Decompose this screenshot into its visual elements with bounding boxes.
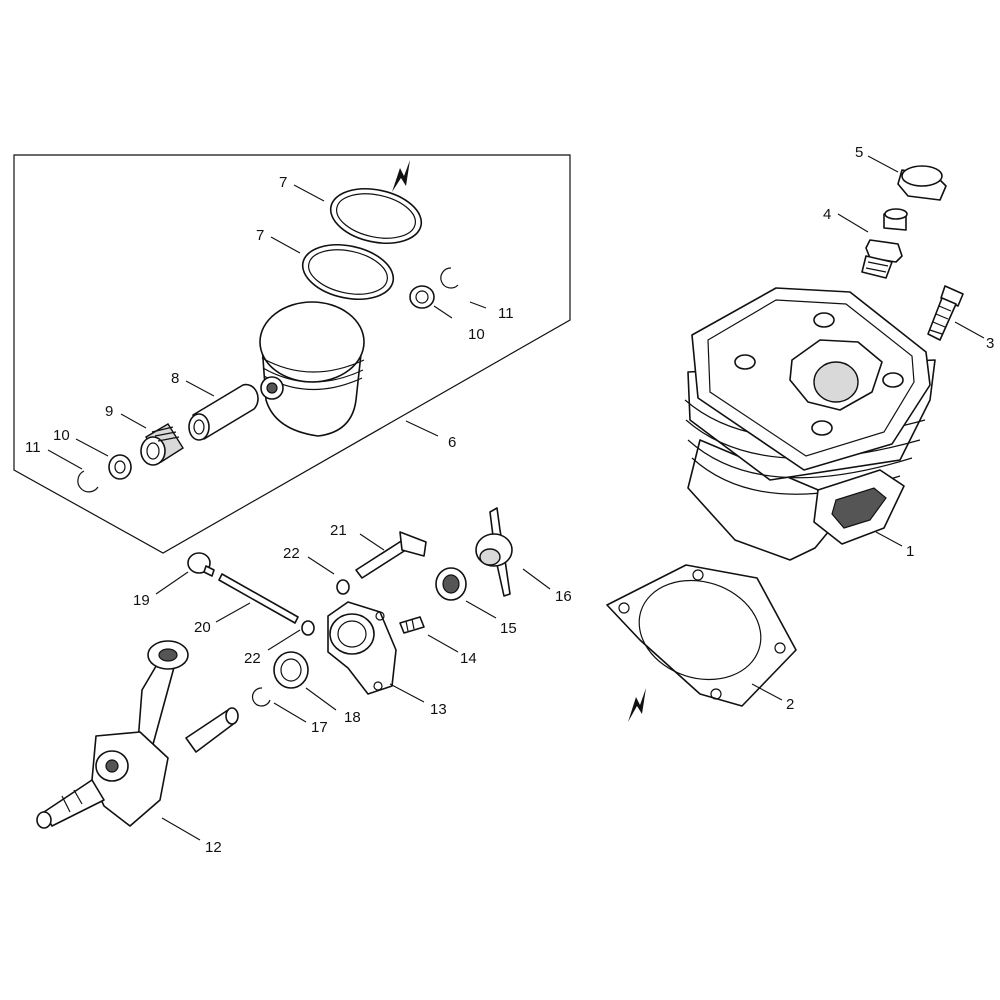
piston-kit-box xyxy=(13,154,571,554)
thrust-washer-lower xyxy=(108,454,132,480)
piston-ring-upper xyxy=(329,188,423,244)
piston-ring-lower xyxy=(301,244,395,300)
cylinder xyxy=(684,287,936,561)
callout-20: 20 xyxy=(194,619,211,636)
reed-plate xyxy=(475,507,513,597)
tube xyxy=(218,573,299,624)
piston xyxy=(259,301,365,437)
callout-9: 9 xyxy=(105,403,113,420)
thrust-washer-upper xyxy=(409,285,435,309)
sleeve-lower xyxy=(301,620,315,636)
oil-seal xyxy=(435,567,467,601)
callout-1: 1 xyxy=(906,543,914,560)
callout-19: 19 xyxy=(133,592,150,609)
needle-bearing xyxy=(140,423,184,466)
guide-pin xyxy=(355,531,427,579)
pump-screw xyxy=(399,616,425,634)
callout-17: 17 xyxy=(311,719,328,736)
oil-pump-housing xyxy=(327,601,397,695)
callout-18: 18 xyxy=(344,709,361,726)
callout-14: 14 xyxy=(460,650,477,667)
plug xyxy=(187,552,215,577)
cylinder-screw xyxy=(927,285,964,341)
sleeve-upper xyxy=(336,579,350,595)
callout-11-upper: 11 xyxy=(498,305,514,322)
crankshaft xyxy=(36,640,239,829)
callout-3: 3 xyxy=(986,335,994,352)
service-arrow-icon xyxy=(628,688,646,722)
callout-10-upper: 10 xyxy=(468,326,485,343)
crank-seal xyxy=(273,651,309,689)
callout-10-lower: 10 xyxy=(53,427,70,444)
callout-4: 4 xyxy=(823,206,831,223)
piston-pin xyxy=(188,383,259,441)
callout-22-lower: 22 xyxy=(244,650,261,667)
circlip-lower xyxy=(77,470,99,493)
callout-16: 16 xyxy=(555,588,572,605)
callout-15: 15 xyxy=(500,620,517,637)
callout-7-lower: 7 xyxy=(256,227,264,244)
callout-13: 13 xyxy=(430,701,447,718)
callout-11-lower: 11 xyxy=(25,439,41,456)
circlip-upper xyxy=(440,267,459,289)
callout-5: 5 xyxy=(855,144,863,161)
decompression-valve xyxy=(861,208,908,279)
callout-22-upper: 22 xyxy=(283,545,300,562)
callout-6: 6 xyxy=(448,434,456,451)
crank-circlip xyxy=(251,687,271,707)
cylinder-gasket xyxy=(606,564,797,707)
callout-21: 21 xyxy=(330,522,347,539)
callout-7-upper: 7 xyxy=(279,174,287,191)
decompression-valve-cap xyxy=(897,165,947,201)
callout-2: 2 xyxy=(786,696,794,713)
callout-12: 12 xyxy=(205,839,222,856)
callout-8: 8 xyxy=(171,370,179,387)
service-arrow-icon xyxy=(392,160,410,192)
